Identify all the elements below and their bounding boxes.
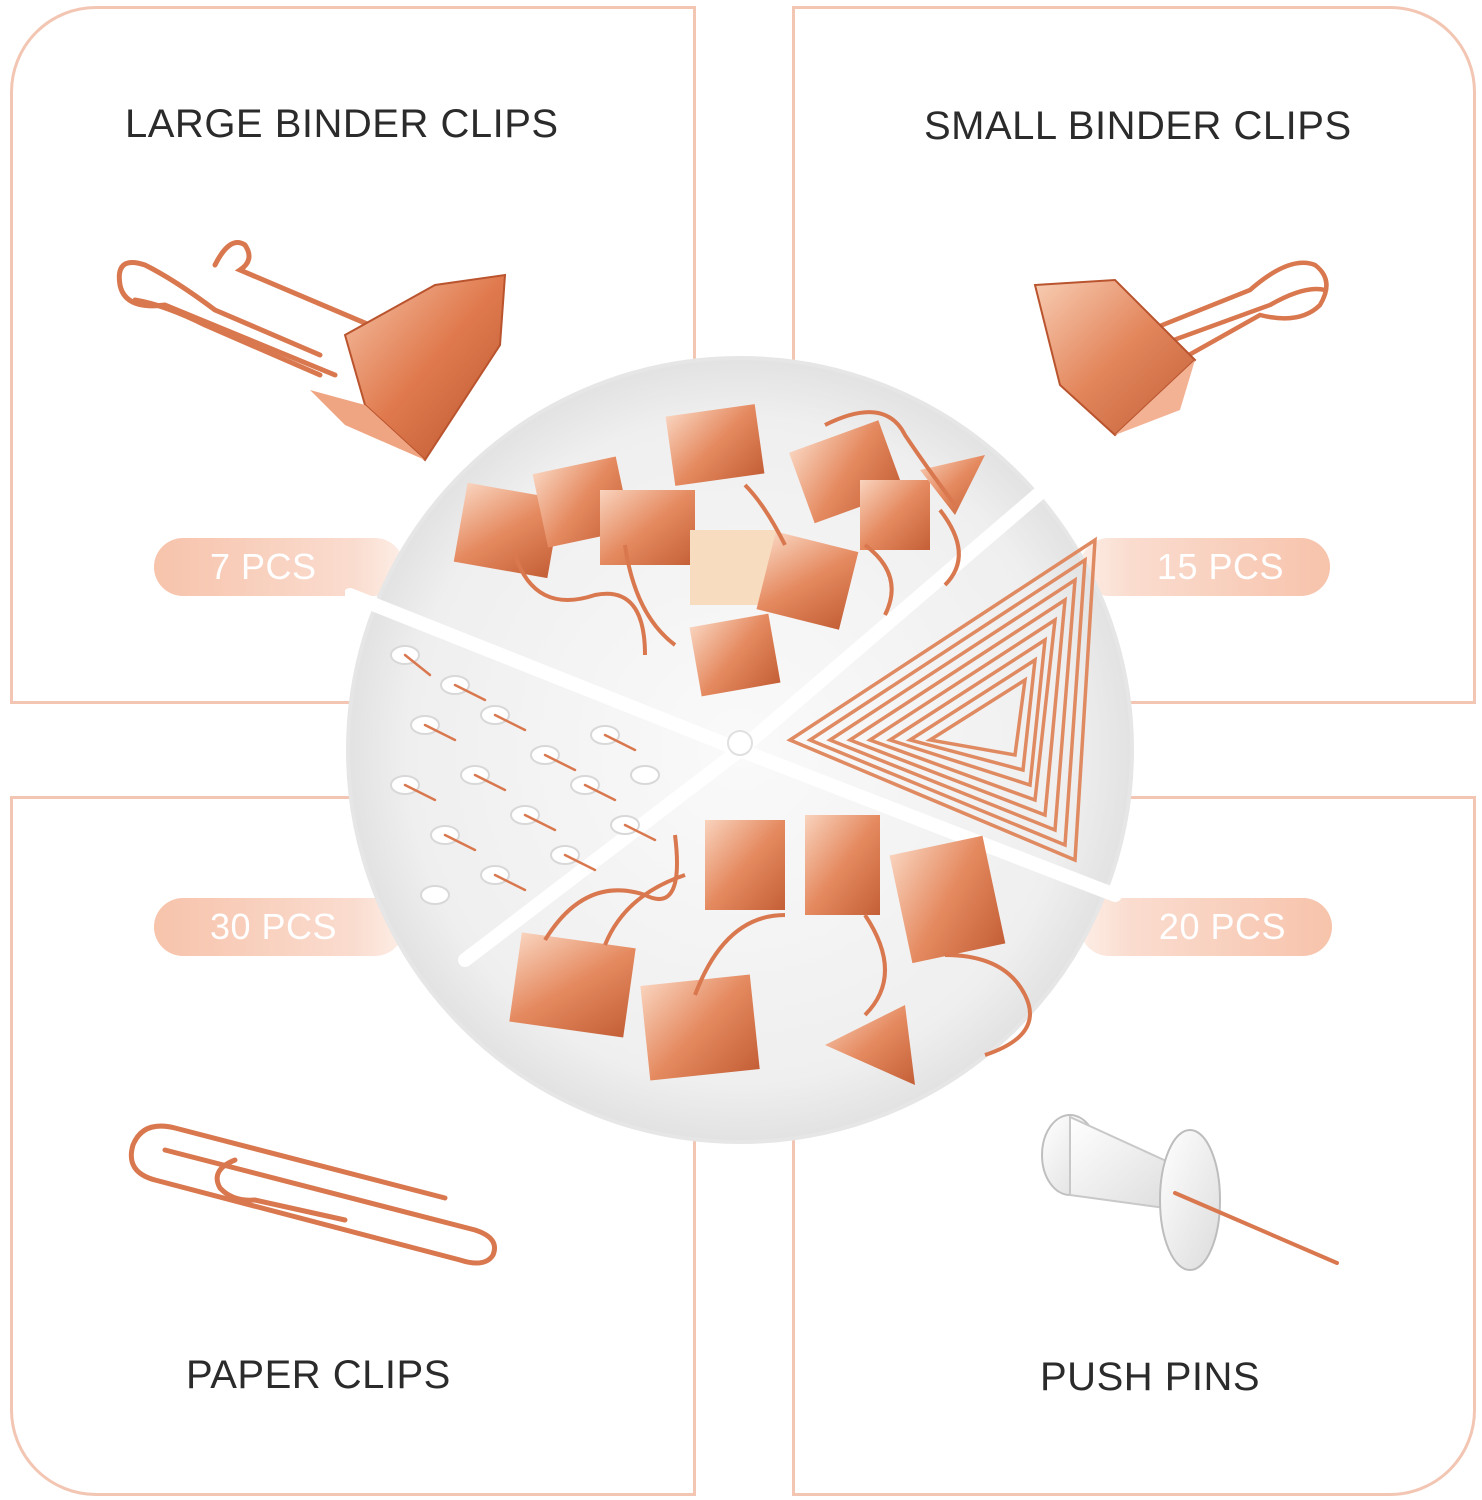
title-small-binder-clips: SMALL BINDER CLIPS xyxy=(924,104,1352,148)
title-push-pins: PUSH PINS xyxy=(1040,1355,1261,1399)
title-large-binder-clips: LARGE BINDER CLIPS xyxy=(125,102,559,146)
count-badge-paper-clips: 30 PCS xyxy=(154,898,404,956)
large-binder-clip-icon xyxy=(116,240,507,462)
paper-clip-icon xyxy=(128,1123,497,1266)
small-binder-clip-icon xyxy=(1033,260,1329,437)
push-pin-icon xyxy=(1041,1114,1339,1271)
organizer-tray-icon xyxy=(345,356,1134,1144)
count-badge-large-binder-clips: 7 PCS xyxy=(154,538,404,596)
title-paper-clips: PAPER CLIPS xyxy=(186,1353,451,1397)
count-badge-small-binder-clips: 15 PCS xyxy=(1080,538,1330,596)
count-badge-push-pins: 20 PCS xyxy=(1080,898,1332,956)
